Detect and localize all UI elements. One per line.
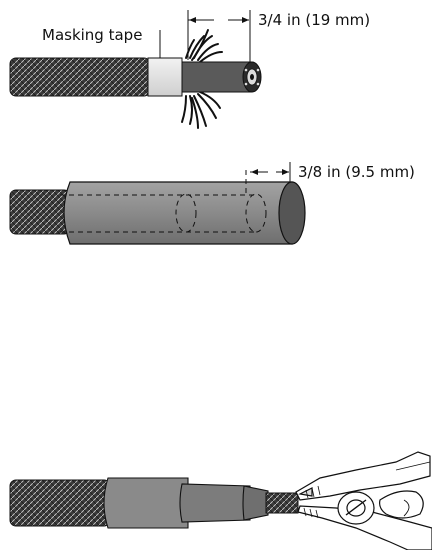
heat-shrink-sleeve bbox=[63, 181, 293, 245]
frayed-strands-bottom bbox=[181, 91, 221, 129]
step2-dimension-label: 3/8 in (9.5 mm) bbox=[298, 163, 415, 181]
threaded-end bbox=[265, 492, 299, 514]
frayed-strands-top bbox=[185, 29, 223, 63]
masking-tape-band bbox=[147, 57, 183, 97]
step1-annotations: Masking tape 3/4 in (19 mm) bbox=[42, 10, 370, 62]
pliers-icon bbox=[295, 451, 432, 550]
step2-cable bbox=[9, 170, 306, 245]
sleeve-end-face bbox=[278, 181, 306, 245]
step1-dimension-label: 3/4 in (19 mm) bbox=[258, 11, 370, 29]
inner-core bbox=[181, 61, 253, 93]
shrunk-sleeve-middle bbox=[179, 483, 251, 523]
masking-tape-label: Masking tape bbox=[42, 26, 142, 44]
hidden-inner-sleeve bbox=[60, 170, 267, 233]
step3-cable bbox=[9, 477, 299, 529]
shrunk-sleeve-outer bbox=[103, 477, 189, 529]
step1-cable bbox=[9, 29, 262, 129]
braided-cable-section bbox=[9, 189, 71, 235]
braided-cable-section bbox=[9, 479, 111, 527]
braided-cable-section bbox=[9, 57, 151, 97]
step2-annotations: 3/8 in (9.5 mm) bbox=[250, 162, 415, 182]
conductor-center bbox=[250, 74, 254, 80]
shrunk-sleeve-taper bbox=[242, 485, 269, 521]
